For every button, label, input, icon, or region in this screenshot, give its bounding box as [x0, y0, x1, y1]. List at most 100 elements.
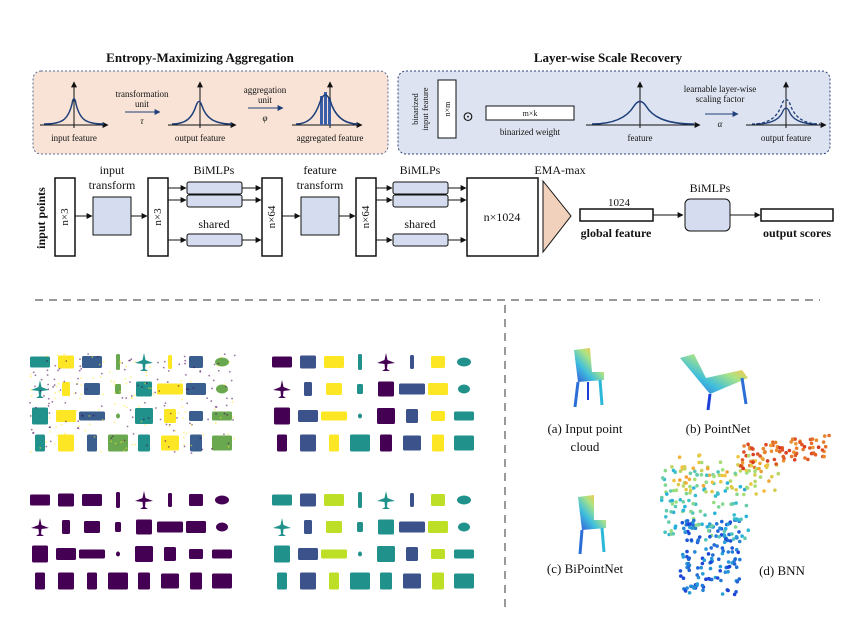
point-cloud-thumbnail — [138, 572, 150, 590]
bnn-point — [693, 550, 697, 554]
bnn-point — [716, 529, 720, 533]
bnn-point — [722, 533, 727, 538]
point-speckle — [59, 389, 62, 391]
bnn-point — [720, 546, 725, 550]
bnn-point — [699, 468, 704, 473]
bnn-point — [688, 488, 693, 493]
bnn-point — [803, 456, 807, 460]
point-speckle — [29, 401, 31, 404]
bnn-point — [683, 466, 687, 471]
point-speckle — [207, 418, 209, 421]
bnn-point — [728, 479, 733, 483]
bnn-point — [705, 525, 710, 529]
bnn-point — [723, 473, 727, 478]
feature-transform-l1: feature — [303, 163, 336, 177]
point-speckle — [157, 361, 159, 364]
bnn-point — [761, 446, 766, 451]
point-speckle — [102, 360, 105, 363]
bnn-point — [827, 433, 831, 438]
bnn-point — [802, 444, 807, 449]
point-speckle — [138, 405, 141, 408]
bnn-point — [677, 455, 682, 460]
bnn-point — [696, 566, 700, 570]
bnn-point — [750, 446, 754, 451]
point-speckle — [34, 374, 37, 377]
bnn-point — [693, 493, 698, 498]
bnn-point — [720, 473, 724, 478]
point-speckle — [39, 447, 42, 449]
point-cloud-thumbnail — [399, 383, 425, 395]
point-cloud-thumbnail — [79, 549, 105, 559]
point-speckle — [125, 447, 128, 450]
point-speckle — [114, 391, 116, 394]
point-cloud-thumbnail — [298, 410, 318, 422]
bnn-point — [686, 565, 691, 569]
binarized-weight-box — [485, 105, 575, 121]
bnn-point — [716, 470, 720, 474]
bnn-point — [689, 509, 693, 514]
point-speckle — [224, 385, 227, 388]
point-speckle — [29, 415, 32, 417]
point-cloud-thumbnail — [82, 494, 102, 506]
bnn-point — [726, 560, 731, 564]
point-speckle — [73, 392, 76, 395]
point-speckle — [113, 384, 116, 387]
point-cloud-thumbnail — [431, 356, 445, 368]
bnn-point — [738, 469, 743, 473]
point-cloud-thumbnail — [428, 521, 448, 533]
aggregated-feature-plot — [292, 81, 363, 128]
bnn-point — [705, 466, 710, 471]
point-cloud-thumbnail — [164, 409, 176, 423]
point-cloud-thumbnail — [116, 413, 120, 419]
bnn-point — [686, 557, 691, 561]
point-cloud-thumbnail — [300, 572, 316, 590]
bnn-point — [685, 586, 689, 590]
point-speckle — [145, 371, 148, 374]
bnn-point — [732, 513, 736, 517]
bnn-point — [697, 522, 701, 527]
bnn-point — [718, 564, 723, 569]
point-cloud-thumbnail — [454, 411, 474, 421]
point-cloud-thumbnail — [377, 408, 395, 424]
point-cloud-grid-dark — [30, 491, 232, 590]
point-cloud-thumbnail — [324, 494, 344, 506]
bnn-point — [765, 459, 770, 463]
bnn-point — [683, 589, 688, 593]
bnn-point — [730, 550, 735, 554]
bnn-point — [741, 466, 746, 471]
point-speckle — [130, 358, 133, 361]
point-cloud-thumbnail — [62, 520, 70, 534]
bnn-point — [738, 557, 742, 562]
bnn-point — [778, 446, 782, 450]
bnn-point — [688, 471, 693, 476]
point-cloud-thumbnail — [403, 435, 421, 451]
point-speckle — [173, 408, 176, 411]
output-feature-label-right: output feature — [761, 133, 811, 143]
bnn-point — [751, 460, 755, 465]
point-speckle — [227, 445, 230, 448]
bnn-point — [720, 592, 725, 596]
bnn-point — [731, 502, 735, 506]
point-cloud-thumbnail — [406, 409, 418, 423]
point-cloud-thumbnail — [326, 383, 342, 395]
bnn-point — [704, 480, 708, 485]
bnn-point — [695, 573, 699, 577]
bnn-point — [701, 572, 705, 576]
bnn-point — [810, 437, 815, 441]
point-speckle — [232, 416, 234, 419]
point-cloud-thumbnail — [406, 547, 418, 561]
bnn-point — [743, 536, 747, 540]
shared-label-2: shared — [404, 217, 435, 231]
bnn-point — [684, 481, 688, 485]
point-cloud-thumbnail — [304, 520, 312, 534]
ema-max-pool — [542, 179, 572, 254]
bnn-point — [746, 453, 751, 458]
point-speckle — [98, 363, 101, 366]
bnn-point — [753, 473, 757, 477]
bnn-point — [673, 524, 678, 528]
point-cloud-thumbnail — [115, 522, 121, 532]
bnn-point — [704, 577, 708, 581]
point-speckle — [131, 443, 134, 446]
output-scores-vector — [760, 208, 834, 222]
bnn-point — [806, 457, 810, 462]
